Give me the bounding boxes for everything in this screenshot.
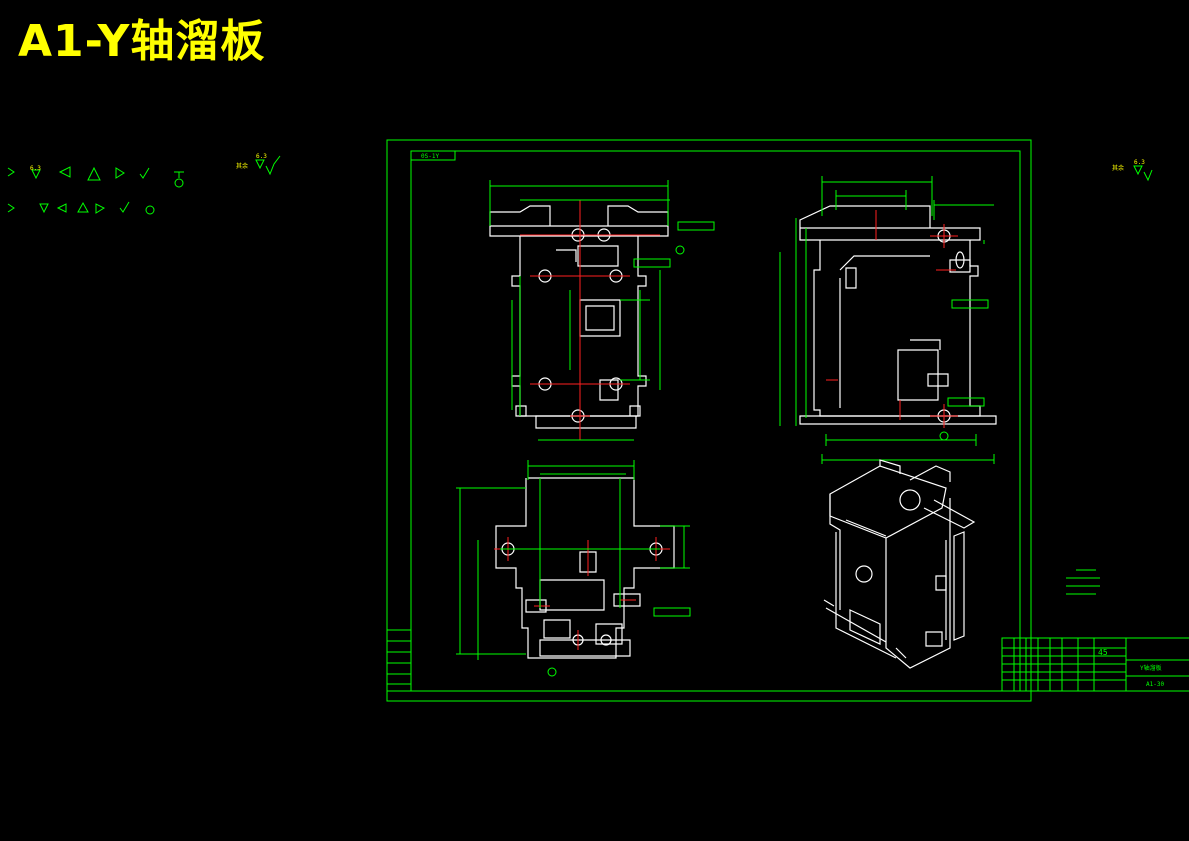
isometric-view xyxy=(823,459,976,669)
sheet-inner-frame xyxy=(410,150,1021,692)
drawing-code: 0S-1Y xyxy=(421,153,439,160)
drawing-code-box xyxy=(410,150,456,161)
revision-strip xyxy=(386,629,412,692)
title-block: 45 Y轴溜板 A1-30 xyxy=(1001,637,1189,692)
top-view xyxy=(456,460,691,677)
front-view xyxy=(489,180,715,441)
part-name: Y轴溜板 xyxy=(1140,664,1162,672)
svg-text:其余: 其余 xyxy=(236,162,248,170)
drawing-title: A1-Y轴溜板 xyxy=(18,16,266,67)
roughness-note: 其余 xyxy=(1112,164,1124,172)
drawing-number: A1-30 xyxy=(1146,681,1164,688)
symbol-legend: 6.3 其余 6.3 xyxy=(7,153,281,215)
svg-text:6.3: 6.3 xyxy=(1134,159,1145,166)
side-view xyxy=(779,176,1021,464)
svg-text:6.3: 6.3 xyxy=(30,165,41,172)
material-value: 45 xyxy=(1098,648,1108,657)
technical-notes xyxy=(1066,569,1100,595)
svg-text:6.3: 6.3 xyxy=(256,153,267,160)
sheet-outer-frame xyxy=(386,139,1032,702)
